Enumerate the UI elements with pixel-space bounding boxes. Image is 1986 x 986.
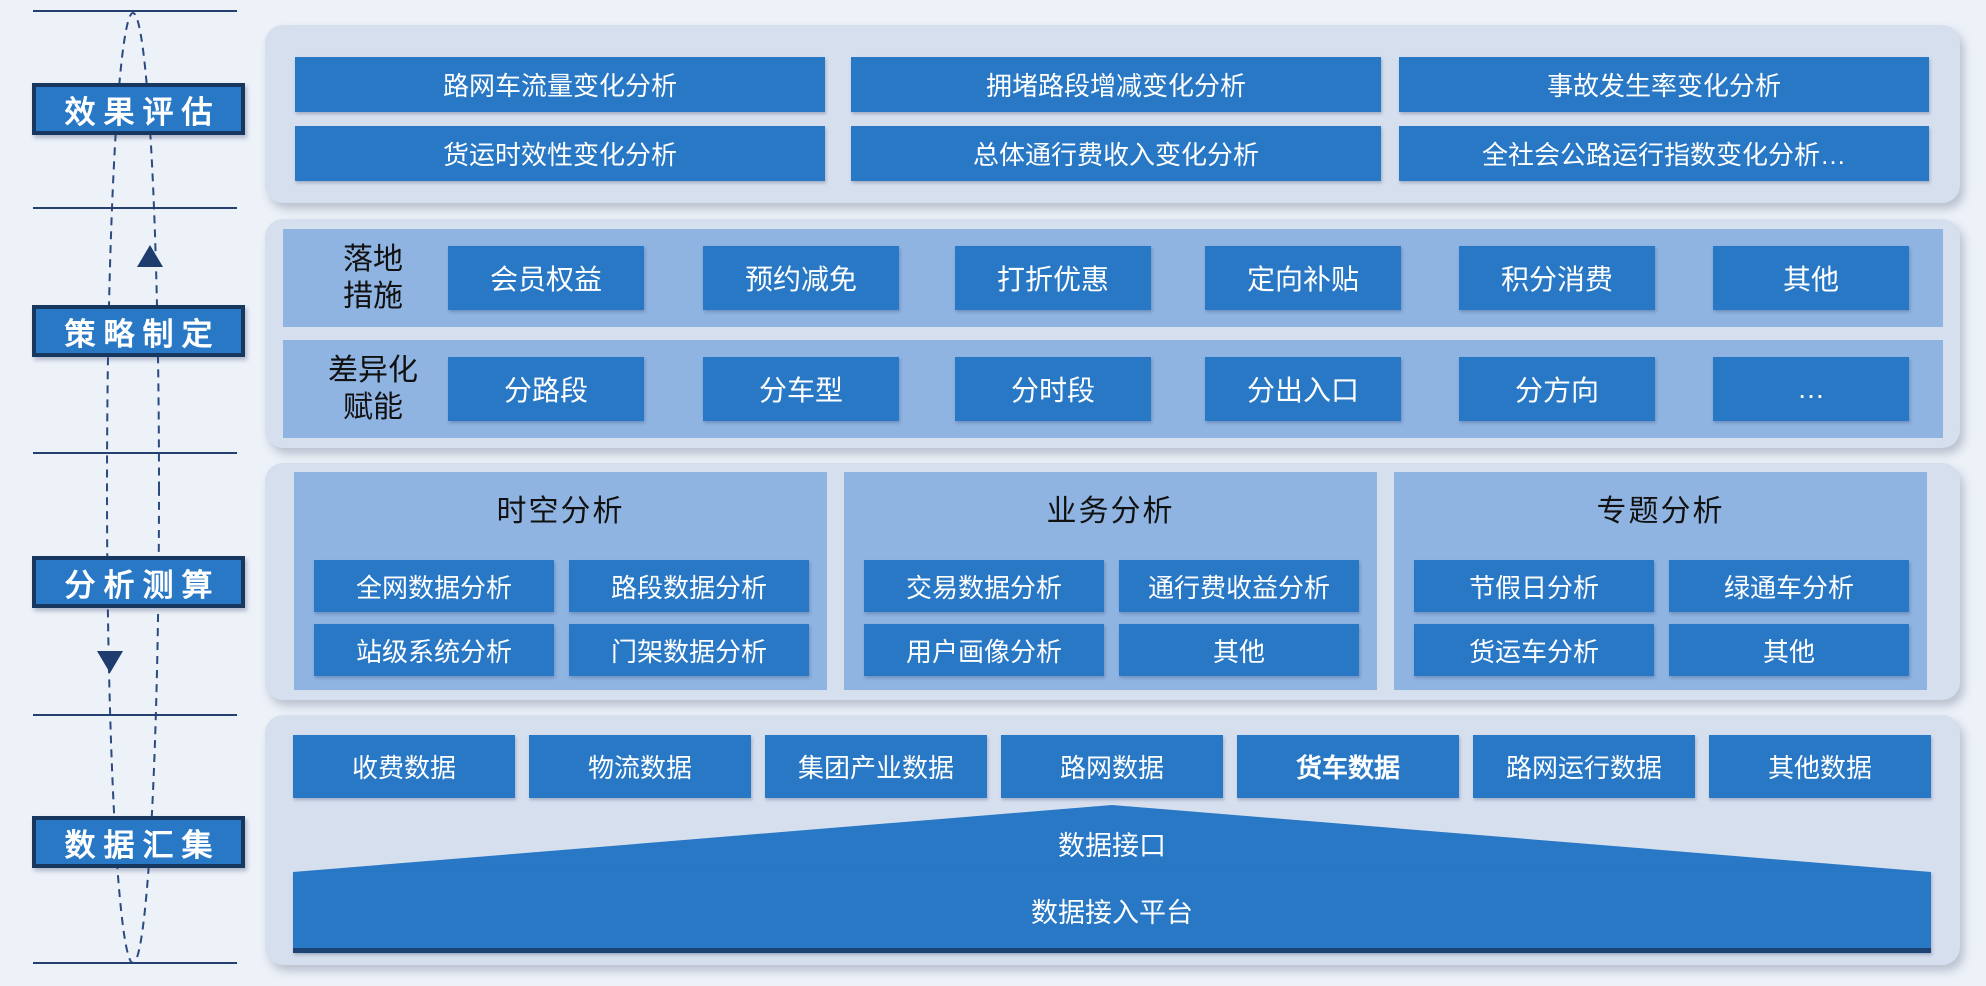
diagram-block: 分时段 [955, 357, 1151, 421]
diagram-block: 分路段 [448, 357, 644, 421]
diagram-block: 全网数据分析 [314, 560, 554, 612]
separator-line [33, 714, 237, 716]
arrow-down-icon [97, 651, 123, 673]
diagram-block: 其他 [1713, 246, 1909, 310]
group-title: 专题分析 [1596, 495, 1725, 528]
diagram-block: 路网运行数据 [1473, 735, 1695, 798]
separator-line [33, 207, 237, 209]
band-strategy-formulation: 落地 措施 会员权益 预约减免 打折优惠 定向补贴 积分消费 其他 差异化 赋能… [265, 219, 1960, 448]
diagram-block: 打折优惠 [955, 246, 1151, 310]
diagram-block: 绿通车分析 [1669, 560, 1909, 612]
diagram-block: 节假日分析 [1414, 560, 1654, 612]
diagram-block: 货车数据 [1237, 735, 1459, 798]
diagram-block: 拥堵路段增减变化分析 [851, 57, 1381, 112]
diagram-block: 其他 [1119, 624, 1359, 676]
diagram-block: 站级系统分析 [314, 624, 554, 676]
diagram-block: 会员权益 [448, 246, 644, 310]
diagram-block: 总体通行费收入变化分析 [851, 126, 1381, 181]
diagram-block: 路网数据 [1001, 735, 1223, 798]
diagram-block: 积分消费 [1459, 246, 1655, 310]
diagram-block: 定向补贴 [1205, 246, 1401, 310]
stage-strategy-formulation: 策略制定 [32, 305, 245, 357]
diagram-block: 货运车分析 [1414, 624, 1654, 676]
diagram-block: 分车型 [703, 357, 899, 421]
data-interface-funnel: 数据接口 [293, 805, 1931, 872]
separator-line [33, 962, 237, 964]
data-access-platform-bar: 数据接入平台 [293, 872, 1931, 953]
row-label: 差异化 赋能 [328, 353, 418, 425]
band-data-collection: 收费数据 物流数据 集团产业数据 路网数据 货车数据 路网运行数据 其他数据 数… [265, 715, 1960, 965]
diagram-block: 门架数据分析 [569, 624, 809, 676]
diagram-block: 其他数据 [1709, 735, 1931, 798]
diagram-block: 事故发生率变化分析 [1399, 57, 1929, 112]
diagram-block: 货运时效性变化分析 [295, 126, 825, 181]
diagram-block: … [1713, 357, 1909, 421]
diagram-block: 路网车流量变化分析 [295, 57, 825, 112]
diagram-block: 分方向 [1459, 357, 1655, 421]
diagram-block: 全社会公路运行指数变化分析… [1399, 126, 1929, 181]
diagram-block: 集团产业数据 [765, 735, 987, 798]
diagram-block: 预约减免 [703, 246, 899, 310]
analysis-group-spacetime: 时空分析 全网数据分析 路段数据分析 站级系统分析 门架数据分析 [294, 472, 827, 690]
strategy-row-measures: 落地 措施 会员权益 预约减免 打折优惠 定向补贴 积分消费 其他 [283, 229, 1943, 327]
analysis-group-special-topic: 专题分析 节假日分析 绿通车分析 货运车分析 其他 [1394, 472, 1927, 690]
separator-line [33, 10, 237, 12]
stage-analysis-calculation: 分析测算 [32, 556, 245, 608]
arrow-up-icon [137, 245, 163, 267]
stage-effect-evaluation: 效果评估 [32, 83, 245, 135]
diagram-block: 交易数据分析 [864, 560, 1104, 612]
diagram-block: 其他 [1669, 624, 1909, 676]
diagram-block: 用户画像分析 [864, 624, 1104, 676]
analysis-group-business: 业务分析 交易数据分析 通行费收益分析 用户画像分析 其他 [844, 472, 1377, 690]
group-title: 业务分析 [1046, 495, 1175, 528]
diagram-block: 物流数据 [529, 735, 751, 798]
diagram-block: 路段数据分析 [569, 560, 809, 612]
row-label: 落地 措施 [343, 242, 403, 314]
band-effect-evaluation: 路网车流量变化分析 拥堵路段增减变化分析 事故发生率变化分析 货运时效性变化分析… [265, 25, 1960, 203]
band-analysis-calculation: 时空分析 全网数据分析 路段数据分析 站级系统分析 门架数据分析 业务分析 交易… [265, 463, 1960, 700]
group-title: 时空分析 [496, 495, 625, 528]
diagram-block: 通行费收益分析 [1119, 560, 1359, 612]
diagram-block: 分出入口 [1205, 357, 1401, 421]
stage-data-collection: 数据汇集 [32, 816, 245, 868]
strategy-row-differentiation: 差异化 赋能 分路段 分车型 分时段 分出入口 分方向 … [283, 340, 1943, 438]
separator-line [33, 452, 237, 454]
diagram-block: 收费数据 [293, 735, 515, 798]
